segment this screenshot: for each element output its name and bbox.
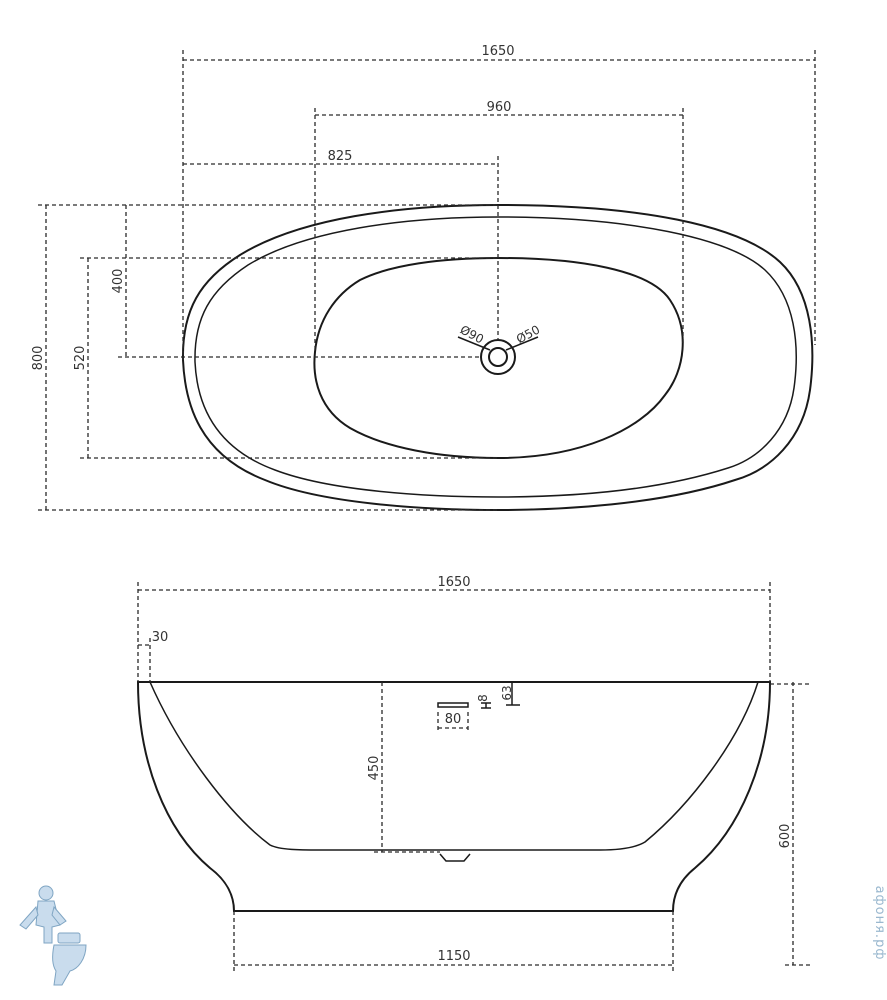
watermark-text: афоня.рф — [872, 886, 887, 961]
tub-outer-outline — [181, 203, 814, 512]
dim-top-length: 1650 — [481, 44, 514, 59]
drain-inner-diameter: Ø50 — [514, 322, 542, 346]
tub-inner-rim — [194, 216, 797, 498]
side-drain — [439, 853, 471, 862]
dim-drain-offset-y: 400 — [111, 269, 126, 294]
dim-rim: 30 — [152, 630, 169, 645]
drain-outer-ring — [480, 339, 516, 375]
overflow-slot — [437, 702, 469, 708]
dim-side-length: 1650 — [437, 575, 470, 590]
dim-bowl-width: 520 — [73, 346, 88, 371]
plumber-mascot-icon — [19, 885, 87, 986]
dim-width: 800 — [31, 346, 46, 371]
tub-side-inner — [149, 681, 759, 851]
dim-overflow-offset: 63 — [500, 685, 514, 700]
drain-inner-ring — [488, 347, 508, 367]
dim-depth: 450 — [367, 756, 382, 781]
dim-base: 1150 — [437, 949, 470, 964]
dim-height: 600 — [778, 824, 793, 849]
top-view: 1650 960 825 800 520 400 Ø90 Ø50 — [31, 44, 816, 512]
bowl-outline — [313, 256, 684, 460]
dim-overflow-height: 8 — [476, 694, 490, 702]
dim-drain-offset: 825 — [328, 149, 353, 164]
side-view: 1650 30 450 600 1150 80 8 63 — [136, 575, 812, 972]
dim-overflow-width: 80 — [445, 712, 462, 727]
dim-bowl-length: 960 — [487, 100, 512, 115]
